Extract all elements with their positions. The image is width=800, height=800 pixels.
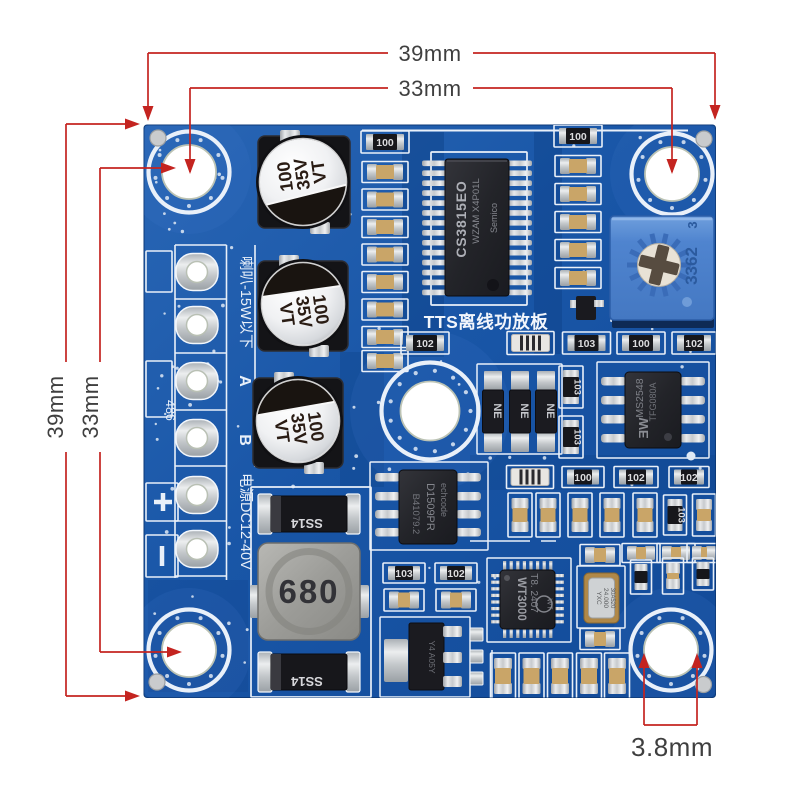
svg-text:35V: 35V <box>290 157 314 192</box>
svg-text:102: 102 <box>627 472 645 484</box>
svg-text:30A520: 30A520 <box>609 588 615 609</box>
svg-text:100: 100 <box>574 472 592 484</box>
svg-text:D1509PR: D1509PR <box>424 483 436 531</box>
svg-text:WZAM X4P01L: WZAM X4P01L <box>471 178 482 243</box>
svg-text:3: 3 <box>685 221 700 228</box>
svg-text:CS3815EO: CS3815EO <box>453 180 469 257</box>
svg-text:Semico: Semico <box>489 203 499 233</box>
svg-text:35V: 35V <box>287 412 311 447</box>
svg-text:3.8mm: 3.8mm <box>631 732 713 762</box>
svg-text:echcode: echcode <box>439 483 449 517</box>
svg-text:102: 102 <box>680 472 698 484</box>
svg-text:TTS离线功放板: TTS离线功放板 <box>424 312 549 332</box>
svg-text:102: 102 <box>685 338 703 350</box>
svg-text:ƎW: ƎW <box>636 417 651 439</box>
svg-text:MS2548: MS2548 <box>634 378 646 417</box>
svg-text:YXC: YXC <box>595 591 602 605</box>
svg-text:39mm: 39mm <box>43 375 68 438</box>
svg-text:103: 103 <box>676 507 687 523</box>
svg-text:VT: VT <box>271 418 294 444</box>
svg-text:103: 103 <box>578 338 596 350</box>
svg-text:WT: WT <box>546 599 553 611</box>
svg-text:24.000: 24.000 <box>602 588 609 608</box>
svg-text:486: 486 <box>163 400 177 421</box>
svg-text:103: 103 <box>572 429 583 445</box>
svg-text:33mm: 33mm <box>398 76 461 101</box>
svg-text:103: 103 <box>395 568 413 580</box>
svg-text:B41079.2: B41079.2 <box>410 494 421 535</box>
svg-text:NE: NE <box>491 403 503 418</box>
svg-text:3362: 3362 <box>682 247 701 285</box>
svg-text:35V: 35V <box>292 295 316 330</box>
svg-text:VT: VT <box>276 301 299 327</box>
svg-text:680: 680 <box>278 573 339 610</box>
svg-text:WT3000: WT3000 <box>515 577 527 620</box>
svg-text:100: 100 <box>632 338 650 350</box>
svg-text:103: 103 <box>572 379 583 395</box>
svg-text:NE: NE <box>544 403 556 418</box>
svg-text:39mm: 39mm <box>398 41 461 66</box>
svg-text:A: A <box>236 375 253 387</box>
svg-text:SS14: SS14 <box>290 674 323 689</box>
svg-text:Y4 A05Y: Y4 A05Y <box>427 640 437 673</box>
svg-text:100: 100 <box>273 160 297 193</box>
svg-text:B: B <box>236 434 253 446</box>
svg-text:102: 102 <box>447 568 465 580</box>
svg-text:102: 102 <box>416 338 434 350</box>
svg-text:SS14: SS14 <box>290 516 323 531</box>
svg-text:喇叭-15W以下: 喇叭-15W以下 <box>237 256 254 349</box>
svg-text:100: 100 <box>569 131 587 143</box>
svg-text:VT: VT <box>307 159 330 185</box>
svg-text:100: 100 <box>304 410 328 443</box>
svg-text:TFG080A: TFG080A <box>648 382 658 421</box>
svg-text:100: 100 <box>376 137 394 149</box>
svg-text:电源DC12-40V: 电源DC12-40V <box>237 473 254 570</box>
svg-text:T8. 2407: T8. 2407 <box>528 573 539 613</box>
svg-text:100: 100 <box>309 293 333 326</box>
svg-text:NE: NE <box>518 403 530 418</box>
svg-text:33mm: 33mm <box>78 375 103 438</box>
